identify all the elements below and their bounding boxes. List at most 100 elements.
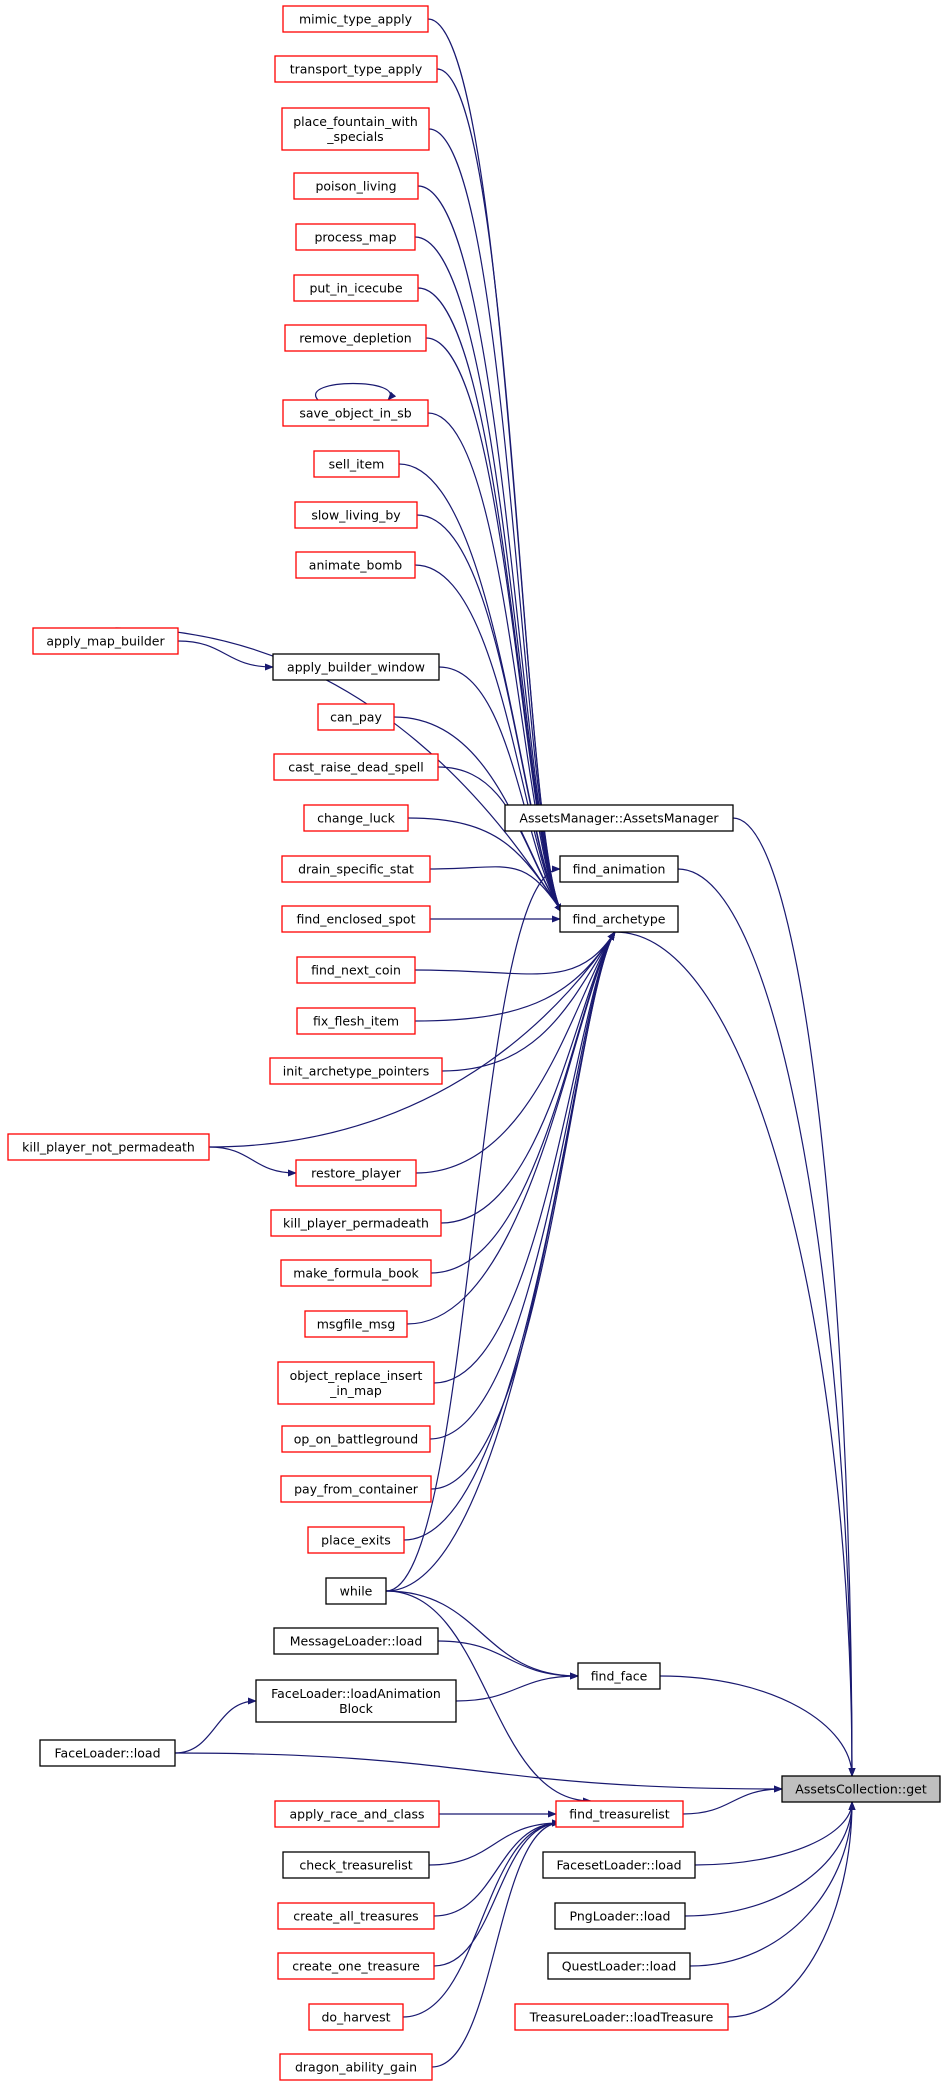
edge-message_loader_load-to-find_face (437, 1640, 579, 1680)
node-find-face[interactable]: find_face (577, 1662, 661, 1690)
node-box (304, 1310, 408, 1338)
edge-while-to-find_treasurelist (385, 1590, 592, 1805)
node-animate-bomb[interactable]: animate_bomb (295, 551, 416, 579)
node-process-map[interactable]: process_map (295, 223, 416, 251)
node-label: place_exits (321, 1533, 391, 1548)
node-label: find_enclosed_spot (297, 912, 416, 927)
node-box (317, 703, 395, 731)
edge-do_harvest-to-find_treasurelist (402, 1819, 561, 2018)
node-label: apply_race_and_class (289, 1807, 424, 1822)
node-place-fountain-with-specials[interactable]: place_fountain_with_specials (281, 107, 430, 151)
node-find-archetype[interactable]: find_archetype (559, 905, 679, 933)
node-label: TreasureLoader::loadTreasure (529, 2010, 714, 2025)
node-find-treasurelist[interactable]: find_treasurelist (555, 1800, 684, 1828)
node-put-in-icecube[interactable]: put_in_icecube (293, 274, 419, 302)
node-assets-collection-get[interactable]: AssetsCollection::get (781, 1775, 941, 1803)
node-label: mimic_type_apply (299, 12, 413, 27)
node-label: AssetsCollection::get (795, 1782, 927, 1797)
edge-find_next_coin-to-find_archetype (414, 931, 616, 975)
node-msgfile-msg[interactable]: msgfile_msg (304, 1310, 408, 1338)
node-apply-race-and-class[interactable]: apply_race_and_class (274, 1800, 440, 1828)
edge-make_formula_book-to-find_archetype (430, 931, 616, 1274)
node-quest-loader-load[interactable]: QuestLoader::load (547, 1952, 691, 1980)
node-cast-raise-dead-spell[interactable]: cast_raise_dead_spell (273, 753, 439, 781)
edge-create_all_treasures-to-find_treasurelist (433, 1819, 561, 1917)
node-box (559, 855, 679, 883)
node-box (282, 5, 429, 33)
node-label: make_formula_book (293, 1266, 419, 1281)
edge-while-to-find_archetype (385, 931, 616, 1592)
node-do-harvest[interactable]: do_harvest (308, 2003, 404, 2031)
node-check-treasurelist[interactable]: check_treasurelist (282, 1851, 430, 1879)
node-transport-type-apply[interactable]: transport_type_apply (274, 55, 438, 83)
node-save-object-in-sb[interactable]: save_object_in_sb (282, 399, 429, 427)
node-box (555, 1800, 684, 1828)
node-label: msgfile_msg (317, 1317, 396, 1332)
edge-init_archetype_pointers-to-find_archetype (441, 931, 616, 1072)
node-drain-specific-stat[interactable]: drain_specific_stat (281, 855, 431, 883)
node-box (282, 399, 429, 427)
node-slow-living-by[interactable]: slow_living_by (294, 501, 418, 529)
node-label: drain_specific_stat (298, 862, 414, 877)
node-kill-player-permadeath[interactable]: kill_player_permadeath (270, 1209, 442, 1237)
node-pay-from-container[interactable]: pay_from_container (280, 1475, 432, 1503)
node-object-replace-insert-in-map[interactable]: object_replace_insert_in_map (277, 1361, 435, 1405)
node-message-loader-load[interactable]: MessageLoader::load (273, 1627, 439, 1655)
node-remove-depletion[interactable]: remove_depletion (284, 324, 427, 352)
edge-poison_living-to-find_archetype (417, 185, 563, 913)
node-label: _in_map (329, 1383, 382, 1398)
node-assets-manager[interactable]: AssetsManager::AssetsManager (504, 804, 734, 832)
node-restore-player[interactable]: restore_player (295, 1159, 417, 1187)
node-box (296, 956, 416, 984)
node-sell-item[interactable]: sell_item (313, 450, 400, 478)
node-box (514, 2003, 729, 2031)
node-find-next-coin[interactable]: find_next_coin (296, 956, 416, 984)
node-box (273, 1627, 439, 1655)
node-faceset-loader-load[interactable]: FacesetLoader::load (542, 1851, 696, 1879)
edge-assets_manager-to-assets_collection_get (732, 817, 856, 1777)
node-init-archetype-pointers[interactable]: init_archetype_pointers (269, 1057, 443, 1085)
node-box (39, 1739, 176, 1767)
node-fix-flesh-item[interactable]: fix_flesh_item (296, 1007, 416, 1035)
edge-find_archetype-to-assets_collection_get (614, 931, 856, 1777)
node-box (295, 223, 416, 251)
node-dragon-ability-gain[interactable]: dragon_ability_gain (279, 2053, 433, 2081)
node-label: save_object_in_sb (299, 406, 411, 421)
edge-kill_player_permadeath-to-find_archetype (440, 931, 616, 1224)
edge-face_loader_load_animation_block-to-find_face (455, 1672, 579, 1702)
node-box (274, 1800, 440, 1828)
node-create-all-treasures[interactable]: create_all_treasures (277, 1902, 435, 1930)
edge-transport_type_apply-to-find_archetype (436, 68, 563, 913)
node-make-formula-book[interactable]: make_formula_book (280, 1259, 432, 1287)
edge-kill_player_not_permadeath-to-restore_player (208, 1146, 297, 1177)
node-png-loader-load[interactable]: PngLoader::load (554, 1902, 686, 1930)
node-mimic-type-apply[interactable]: mimic_type_apply (282, 5, 429, 33)
node-apply-builder-window[interactable]: apply_builder_window (272, 653, 440, 681)
node-label: create_all_treasures (293, 1909, 418, 1924)
node-apply-map-builder[interactable]: apply_map_builder (32, 627, 179, 655)
node-label: remove_depletion (299, 331, 411, 346)
node-poison-living[interactable]: poison_living (293, 172, 419, 200)
node-find-animation[interactable]: find_animation (559, 855, 679, 883)
node-face-loader-load[interactable]: FaceLoader::load (39, 1739, 176, 1767)
node-treasure-loader-load-treasure[interactable]: TreasureLoader::loadTreasure (514, 2003, 729, 2031)
node-label: dragon_ability_gain (295, 2060, 417, 2075)
edge-find_face-to-assets_collection_get (659, 1675, 856, 1777)
node-can-pay[interactable]: can_pay (317, 703, 395, 731)
node-change-luck[interactable]: change_luck (303, 804, 409, 832)
edge-restore_player-to-find_archetype (415, 931, 616, 1174)
node-create-one-treasure[interactable]: create_one_treasure (277, 1952, 435, 1980)
node-box (281, 107, 430, 151)
node-box (32, 627, 179, 655)
node-box (293, 172, 419, 200)
edge-dragon_ability_gain-to-find_treasurelist (431, 1819, 561, 2068)
node-op-on-battleground[interactable]: op_on_battleground (281, 1425, 431, 1453)
node-while[interactable]: while (325, 1577, 387, 1605)
node-kill-player-not-permadeath[interactable]: kill_player_not_permadeath (7, 1133, 210, 1161)
node-box (272, 653, 440, 681)
node-place-exits[interactable]: place_exits (307, 1526, 405, 1554)
node-find-enclosed-spot[interactable]: find_enclosed_spot (281, 905, 431, 933)
node-box (295, 551, 416, 579)
